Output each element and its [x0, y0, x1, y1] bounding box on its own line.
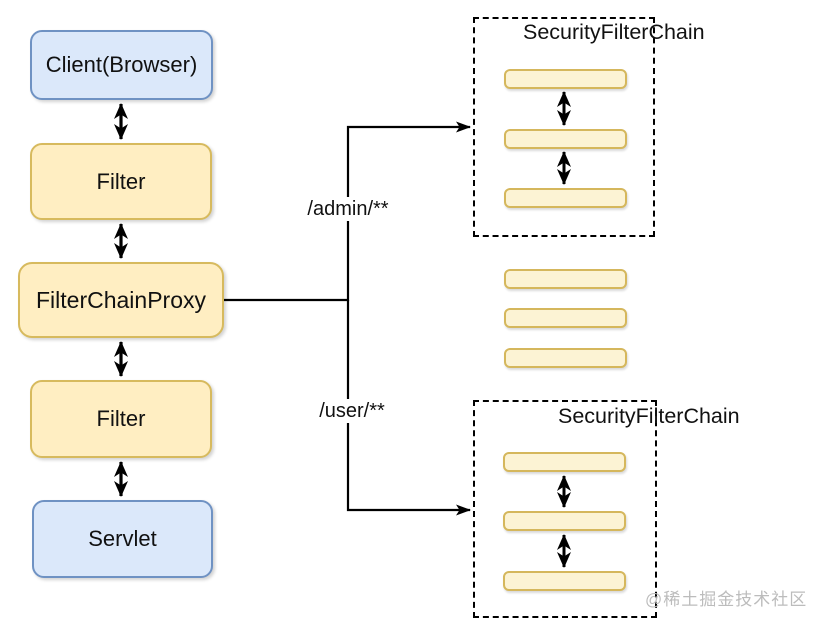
- filter-slot-bar: [504, 188, 627, 208]
- branch-lines: [224, 121, 471, 516]
- filter-slot-bar: [503, 452, 626, 472]
- client-browser-label: Client(Browser): [45, 52, 198, 77]
- filter-bottom-label: Filter: [96, 406, 146, 431]
- security-filter-chain-top-box: [473, 17, 655, 237]
- admin-path-label: /admin/**: [304, 197, 392, 221]
- filter-chain-proxy-node: FilterChainProxy: [18, 262, 224, 338]
- filter-slot-bar: [504, 269, 627, 289]
- filter-slot-bar: [504, 348, 627, 368]
- security-filter-chain-bottom-title: SecurityFilterChain: [558, 404, 740, 428]
- filter-top-label: Filter: [96, 168, 146, 194]
- security-filter-chain-bottom-box: [473, 400, 657, 618]
- filter-slot-bar: [504, 129, 627, 149]
- filter-slot-bar: [503, 571, 626, 591]
- security-filter-chain-top-title: SecurityFilterChain: [523, 20, 705, 44]
- user-path-label: /user/**: [316, 399, 388, 423]
- servlet-node: Servlet: [32, 500, 213, 578]
- filter-slot-bar: [504, 308, 627, 328]
- servlet-label: Servlet: [88, 526, 157, 551]
- filter-top-node: Filter: [30, 143, 212, 220]
- filter-slot-bar: [504, 69, 627, 89]
- filter-bottom-node: Filter: [30, 380, 212, 458]
- watermark-text: @稀土掘金技术社区: [645, 590, 808, 609]
- filter-chain-proxy-label: FilterChainProxy: [36, 286, 206, 313]
- filter-slot-bar: [503, 511, 626, 531]
- client-browser-node: Client(Browser): [30, 30, 213, 100]
